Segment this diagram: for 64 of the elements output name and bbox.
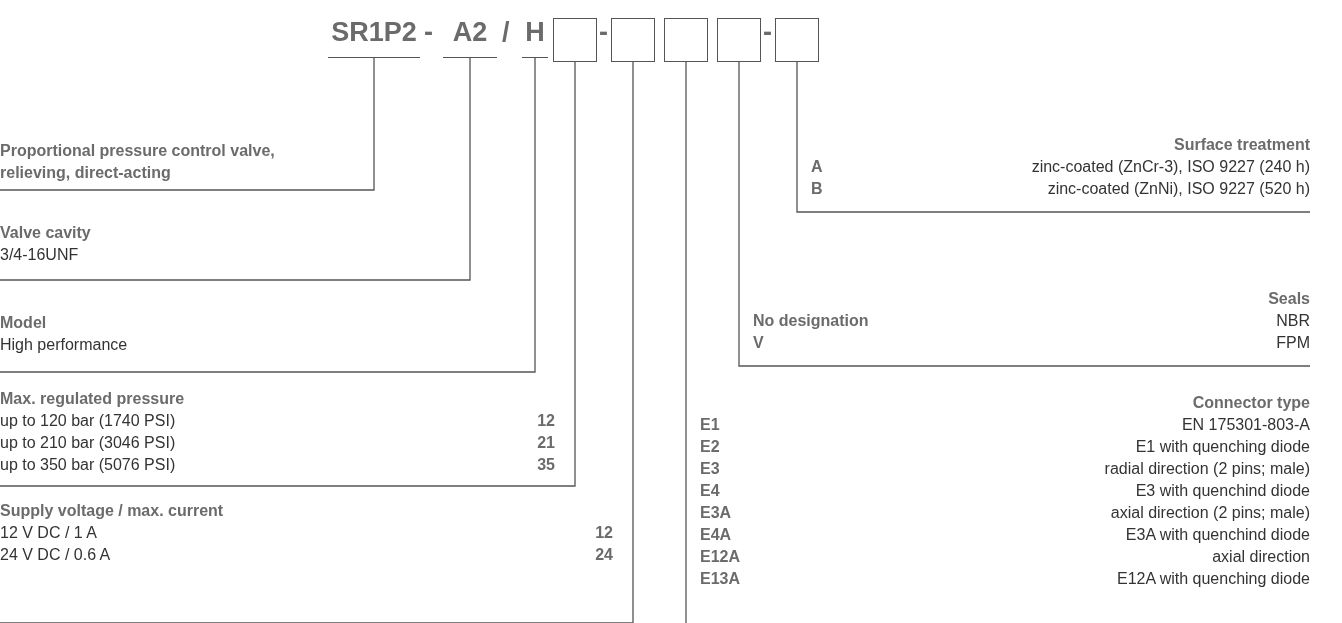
option-code: A (811, 157, 823, 177)
code-box (664, 18, 708, 62)
option-description: axial direction (1211, 547, 1310, 567)
leader-line (0, 61, 576, 487)
separator: - (424, 16, 433, 49)
heading: Surface treatment (1172, 135, 1310, 155)
leader-line (0, 57, 471, 281)
option-description: E3 with quenchind diode (1134, 481, 1310, 501)
heading: Supply voltage / max. current (0, 501, 225, 521)
option-code: E12A (700, 547, 741, 567)
option-description: zinc-coated (ZnCr-3), ISO 9227 (240 h) (1030, 157, 1310, 177)
code-segment: A2 (443, 14, 497, 58)
code-box (611, 18, 655, 62)
leader-line (0, 61, 634, 623)
option-code: No designation (753, 311, 869, 331)
code-box (717, 18, 761, 62)
option-code: E2 (700, 437, 721, 457)
option-description: FPM (1275, 333, 1310, 353)
option-description: E3A with quenchind diode (1124, 525, 1310, 545)
description-text: Proportional pressure control valve, relieving, direct-acting (0, 141, 276, 183)
option-code: E4 (700, 481, 721, 501)
description-text: 3/4-16UNF (0, 245, 80, 265)
option-code: V (753, 333, 765, 353)
leader-line (685, 61, 687, 623)
heading: Seals (1267, 289, 1310, 309)
heading: Model (0, 313, 48, 333)
leader-line (0, 57, 536, 373)
option-description: EN 175301-803-A (1180, 415, 1310, 435)
code-box (775, 18, 819, 62)
option-code: 24 (595, 545, 613, 565)
option-code: 35 (537, 455, 555, 475)
code-segment: SR1P2 (328, 14, 420, 58)
option-code: 12 (537, 411, 555, 431)
option-description: up to 210 bar (3046 PSI) (0, 433, 177, 453)
leader-line (738, 61, 1311, 367)
heading: Valve cavity (0, 223, 92, 243)
option-description: up to 120 bar (1740 PSI) (0, 411, 177, 431)
option-description: NBR (1275, 311, 1310, 331)
code-segment: H (522, 14, 548, 58)
option-description: 12 V DC / 1 A (0, 523, 98, 543)
option-code: E3 (700, 459, 721, 479)
leader-line (796, 61, 1311, 213)
option-description: up to 350 bar (5076 PSI) (0, 455, 177, 475)
option-code: E4A (700, 525, 733, 545)
description-text: High performance (0, 335, 129, 355)
option-code: E3A (700, 503, 733, 523)
option-description: radial direction (2 pins; male) (1103, 459, 1310, 479)
code-box (553, 18, 597, 62)
heading: Max. regulated pressure (0, 389, 186, 409)
heading: Connector type (1191, 393, 1310, 413)
option-code: B (811, 179, 823, 199)
option-description: E1 with quenching diode (1134, 437, 1310, 457)
separator: / (502, 16, 510, 49)
option-description: 24 V DC / 0.6 A (0, 545, 112, 565)
leader-line (0, 57, 375, 191)
separator: - (599, 16, 608, 49)
separator: - (763, 16, 772, 49)
option-description: zinc-coated (ZnNi), ISO 9227 (520 h) (1046, 179, 1310, 199)
option-code: 12 (595, 523, 613, 543)
option-code: 21 (537, 433, 555, 453)
option-code: E1 (700, 415, 721, 435)
option-code: E13A (700, 569, 741, 589)
option-description: E12A with quenching diode (1115, 569, 1310, 589)
option-description: axial direction (2 pins; male) (1109, 503, 1310, 523)
